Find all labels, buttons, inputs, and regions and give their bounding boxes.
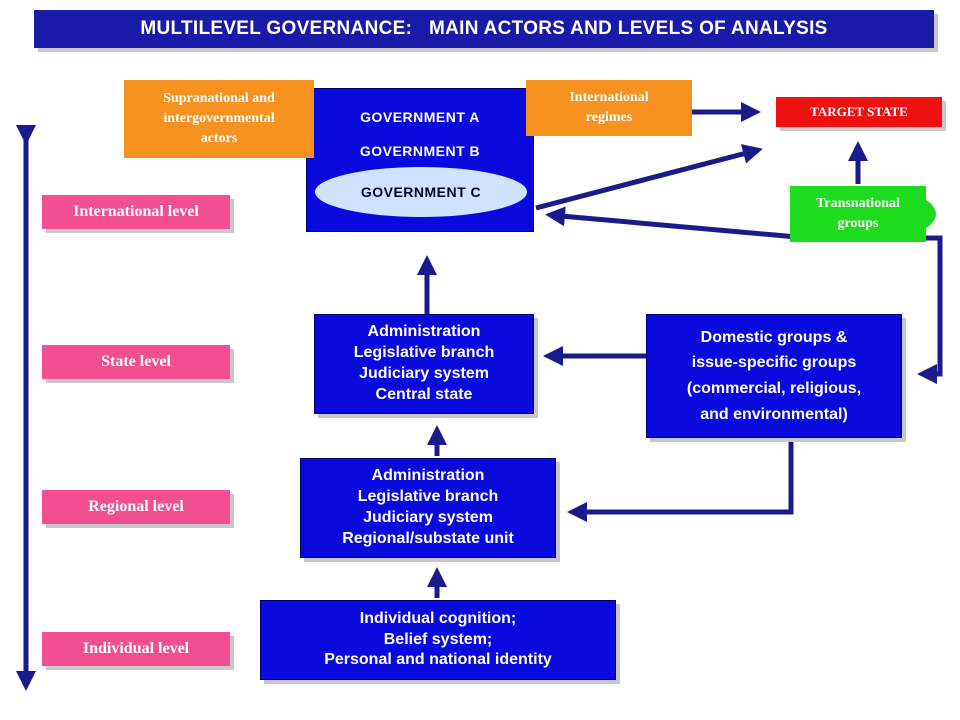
regimes-line: International bbox=[569, 89, 649, 105]
supranational-line: Supranational and bbox=[163, 90, 275, 106]
level-regional: Regional level bbox=[42, 490, 230, 524]
transnational-line: Transnational bbox=[816, 196, 900, 212]
government-c-oval: GOVERNMENT C bbox=[315, 167, 527, 217]
transnational-line: groups bbox=[837, 216, 879, 231]
supranational-actors-box: Supranational and intergovernmental acto… bbox=[124, 80, 314, 158]
transnational-groups-box: Transnational groups bbox=[790, 186, 926, 242]
arrow-government-to-target bbox=[535, 144, 763, 211]
government-b-label: GOVERNMENT B bbox=[359, 143, 481, 159]
arrow-domestic-to-regional bbox=[567, 438, 794, 522]
state-line: Legislative branch bbox=[353, 344, 495, 362]
state-line: Central state bbox=[375, 385, 473, 403]
regimes-line: regimes bbox=[585, 110, 633, 125]
arrow-transnational-to-domestic bbox=[917, 235, 943, 384]
regional-line: Judiciary system bbox=[363, 509, 493, 526]
diagram-title: MULTILEVEL GOVERNANCE: MAIN ACTORS AND L… bbox=[34, 10, 934, 48]
central-state-box: Administration Legislative branch Judici… bbox=[314, 314, 534, 414]
government-a-label: GOVERNMENT A bbox=[360, 109, 480, 125]
level-international: International level bbox=[42, 195, 230, 229]
state-line: Administration bbox=[367, 323, 481, 341]
regional-line: Administration bbox=[371, 467, 485, 485]
regional-line: Legislative branch bbox=[357, 488, 499, 506]
level-individual: Individual level bbox=[42, 632, 230, 666]
target-state-box: TARGET STATE bbox=[776, 97, 942, 127]
international-regimes-box: International regimes bbox=[526, 80, 692, 136]
individual-line: Individual cognition; bbox=[359, 609, 517, 627]
supranational-line: actors bbox=[200, 131, 238, 147]
regional-line: Regional/substate unit bbox=[342, 529, 514, 547]
government-c-label: GOVERNMENT C bbox=[360, 184, 482, 200]
arrow-transnational-to-government bbox=[545, 206, 809, 241]
governments-box: GOVERNMENT A GOVERNMENT B GOVERNMENT C bbox=[306, 88, 534, 232]
domestic-line: (commercial, religious, bbox=[686, 380, 862, 397]
domestic-line: Domestic groups & bbox=[700, 328, 848, 346]
supranational-line: intergovernmental bbox=[163, 110, 275, 126]
regional-unit-box: Administration Legislative branch Judici… bbox=[300, 458, 556, 558]
state-line: Judiciary system bbox=[359, 365, 489, 382]
individual-line: Personal and national identity bbox=[324, 651, 552, 669]
domestic-line: and environmental) bbox=[700, 405, 848, 423]
domestic-line: issue-specific groups bbox=[691, 354, 857, 372]
individual-line: Belief system; bbox=[383, 630, 493, 648]
individual-cognition-box: Individual cognition; Belief system; Per… bbox=[260, 600, 616, 680]
level-state: State level bbox=[42, 345, 230, 379]
domestic-groups-box: Domestic groups & issue-specific groups … bbox=[646, 314, 902, 438]
